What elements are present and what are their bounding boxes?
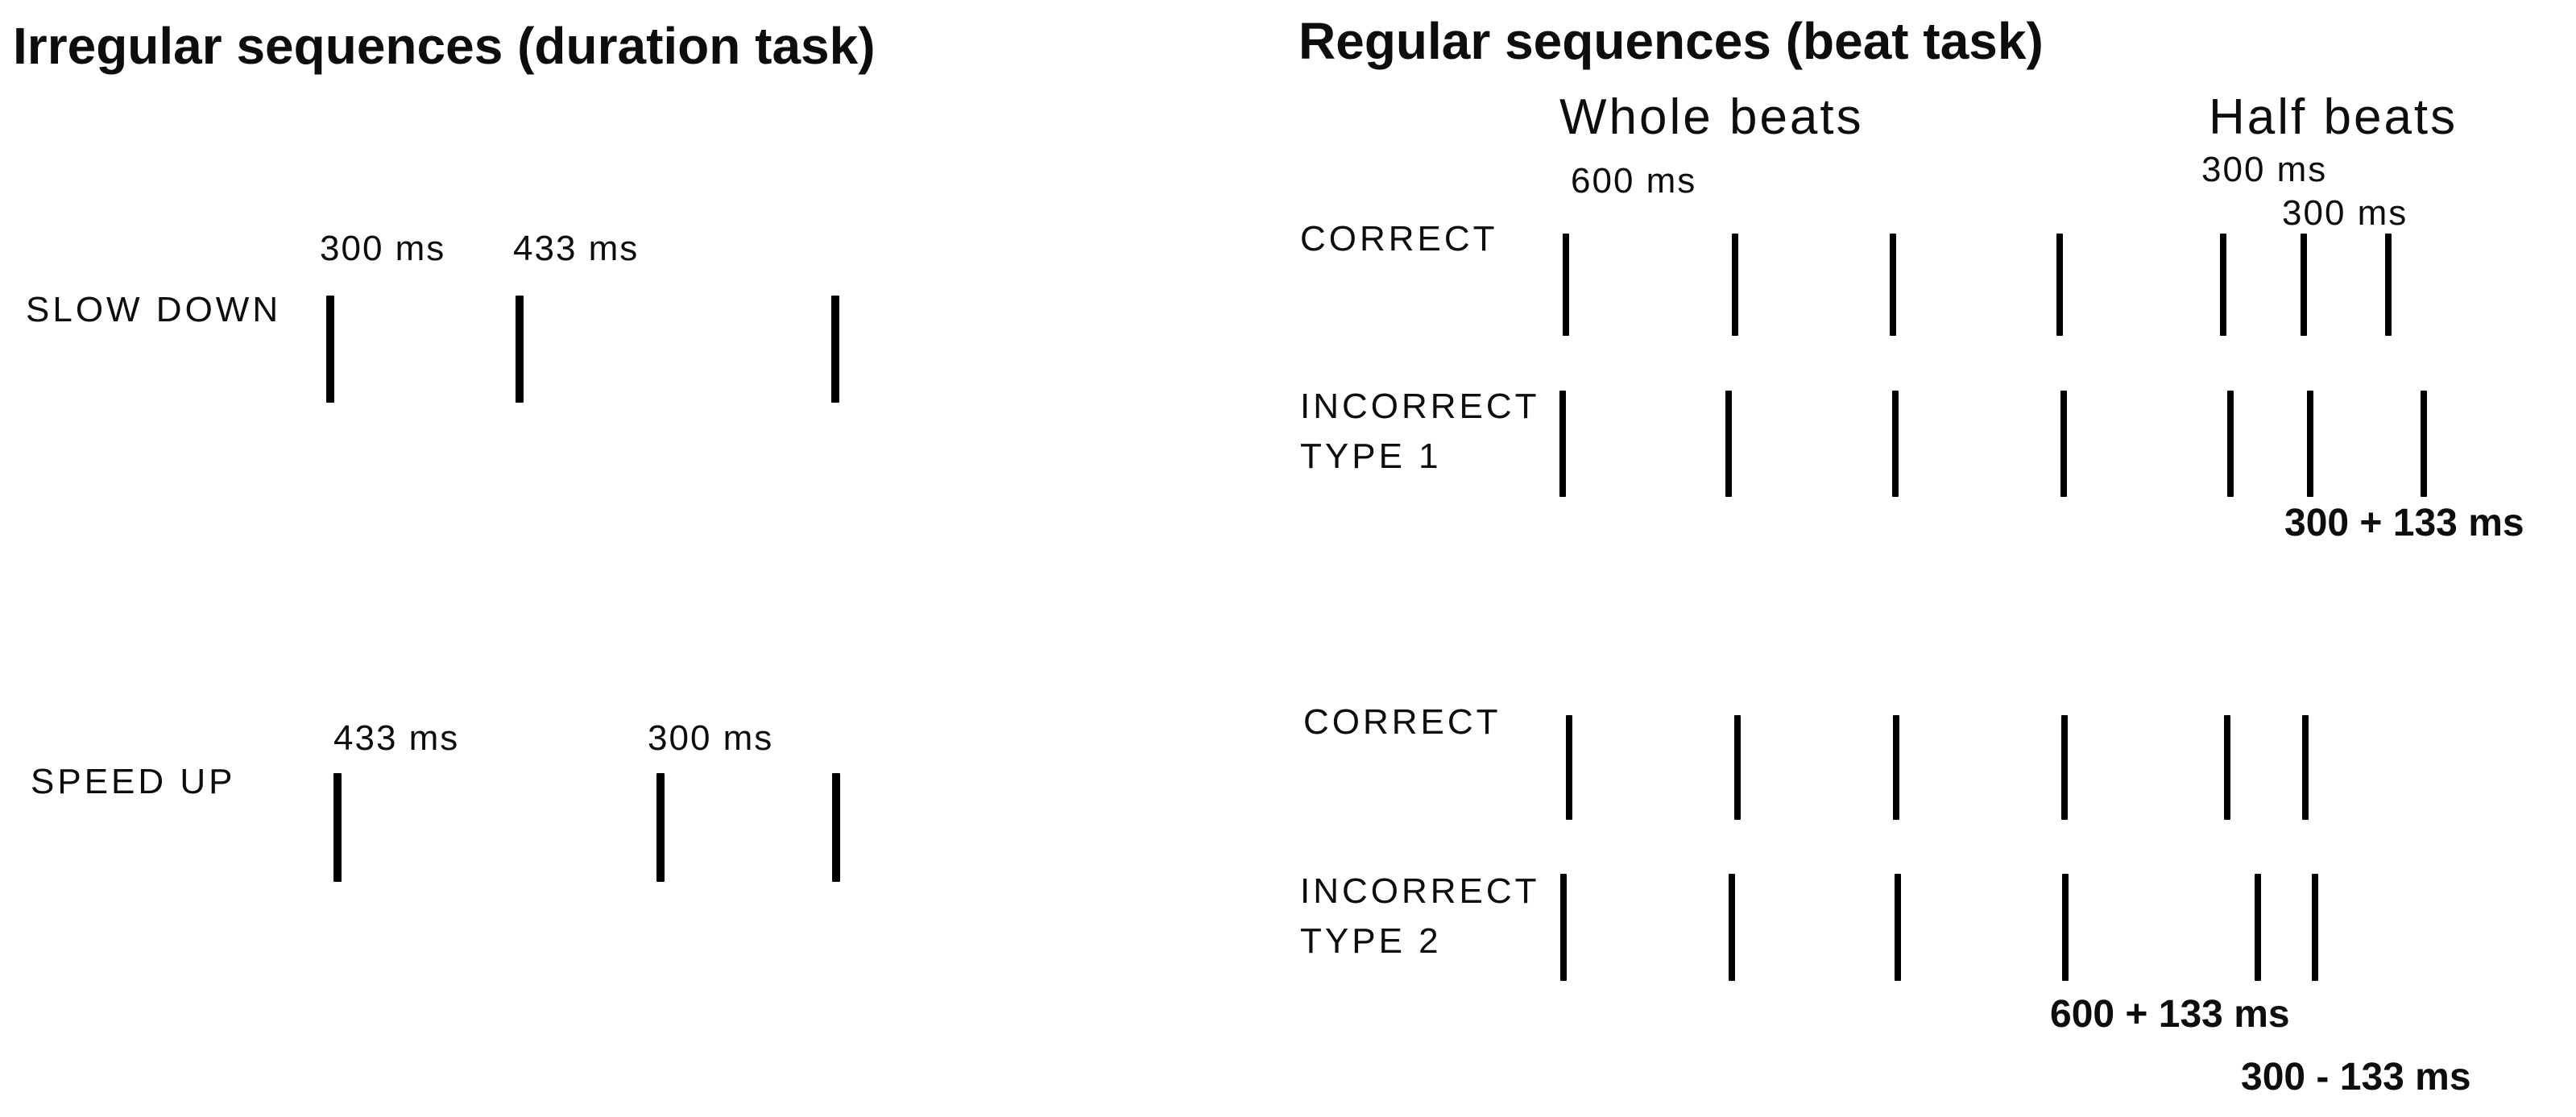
slow-down-interval-label-2: 433 ms (513, 229, 640, 268)
slow-down-interval-label-1: 300 ms (320, 229, 446, 268)
correct-1-tick-1 (1563, 234, 1569, 336)
incorrect-type-2-tick-4 (2062, 874, 2069, 981)
incorrect-type-1-tick-4 (2060, 391, 2067, 497)
incorrect-type-2-tick-6 (2312, 874, 2318, 981)
correct-1-tick-5 (2220, 234, 2226, 336)
slow-down-tick-2 (516, 296, 524, 403)
incorrect-type-2-tick-2 (1729, 874, 1735, 981)
deviation-annotation-1: 300 + 133 ms (2284, 502, 2524, 544)
incorrect-type-2-label-line-2: TYPE 2 (1300, 921, 1442, 961)
column-header-2: Half beats (2209, 89, 2458, 145)
right-interval-label-2: 300 ms (2201, 150, 2328, 189)
incorrect-type-1-label-line-2: TYPE 1 (1300, 436, 1442, 476)
correct-2-label-line-1: CORRECT (1303, 702, 1501, 742)
correct-2-tick-3 (1893, 715, 1899, 820)
slow-down-label: SLOW DOWN (26, 290, 282, 329)
speed-up-label: SPEED UP (31, 762, 236, 801)
incorrect-type-1-tick-3 (1892, 391, 1899, 497)
speed-up-interval-label-2: 300 ms (648, 718, 774, 758)
correct-2-tick-4 (2061, 715, 2068, 820)
speed-up-tick-1 (333, 773, 342, 882)
correct-1-label-line-1: CORRECT (1300, 219, 1498, 259)
incorrect-type-1-tick-7 (2421, 391, 2427, 497)
correct-2-tick-2 (1734, 715, 1741, 820)
column-header-1: Whole beats (1559, 89, 1864, 145)
deviation-annotation-3: 300 - 133 ms (2241, 1056, 2471, 1098)
slow-down-tick-1 (326, 296, 334, 403)
incorrect-type-2-tick-1 (1560, 874, 1567, 981)
incorrect-type-2-tick-5 (2255, 874, 2261, 981)
incorrect-type-1-tick-1 (1559, 391, 1566, 497)
speed-up-tick-2 (656, 773, 665, 882)
incorrect-type-2-tick-3 (1895, 874, 1901, 981)
right-interval-label-1: 600 ms (1571, 161, 1697, 201)
correct-1-tick-6 (2301, 234, 2307, 336)
deviation-annotation-2: 600 + 133 ms (2050, 993, 2290, 1036)
right-interval-label-3: 300 ms (2282, 193, 2408, 233)
right-panel-title: Regular sequences (beat task) (1298, 12, 2044, 70)
correct-1-tick-2 (1732, 234, 1738, 336)
incorrect-type-1-tick-5 (2227, 391, 2234, 497)
correct-1-tick-7 (2385, 234, 2392, 336)
left-panel-title: Irregular sequences (duration task) (13, 17, 876, 75)
correct-2-tick-6 (2302, 715, 2309, 820)
correct-1-tick-4 (2056, 234, 2063, 336)
speed-up-interval-label-1: 433 ms (333, 718, 460, 758)
correct-2-tick-1 (1566, 715, 1572, 820)
correct-2-tick-5 (2224, 715, 2230, 820)
incorrect-type-2-label-line-1: INCORRECT (1300, 871, 1540, 911)
correct-1-tick-3 (1890, 234, 1896, 336)
incorrect-type-1-label-line-1: INCORRECT (1300, 387, 1540, 426)
speed-up-tick-3 (832, 773, 840, 882)
incorrect-type-1-tick-2 (1725, 391, 1732, 497)
slow-down-tick-3 (831, 296, 839, 403)
incorrect-type-1-tick-6 (2307, 391, 2313, 497)
